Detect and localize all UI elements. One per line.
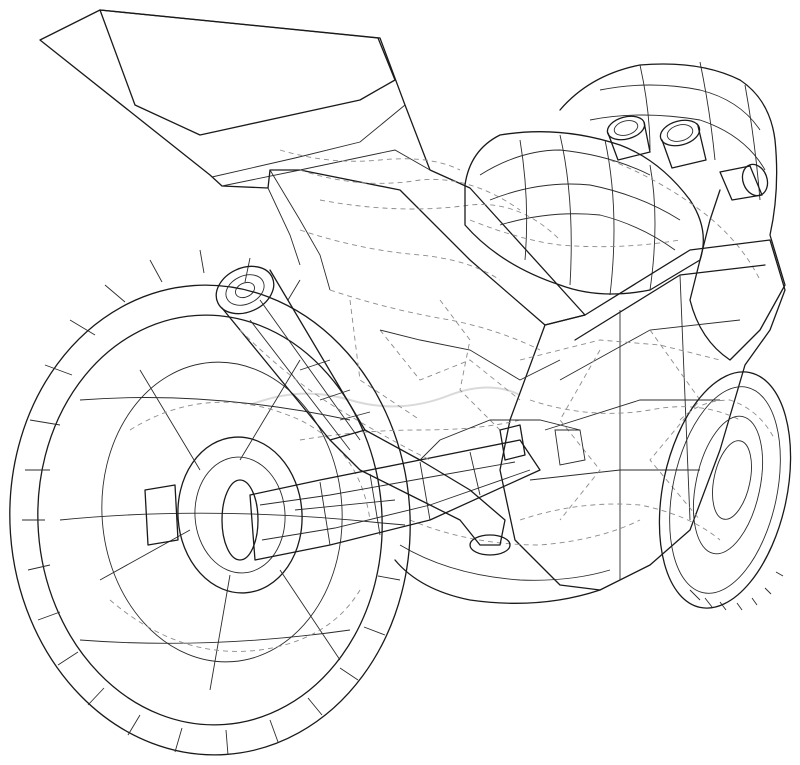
exhaust-muffler	[215, 265, 511, 556]
front-pipes	[606, 115, 769, 201]
watermark-stroke-group	[249, 386, 521, 408]
rear-wheel	[9, 249, 411, 756]
front-wheel	[658, 371, 792, 611]
side-fairing	[499, 239, 786, 591]
fuel-tank	[464, 131, 704, 296]
belly-pan	[394, 519, 641, 604]
frame-hidden-lines	[279, 149, 586, 466]
tail-cowl	[39, 9, 586, 326]
swingarm	[144, 419, 541, 561]
front-fairing	[559, 61, 786, 361]
